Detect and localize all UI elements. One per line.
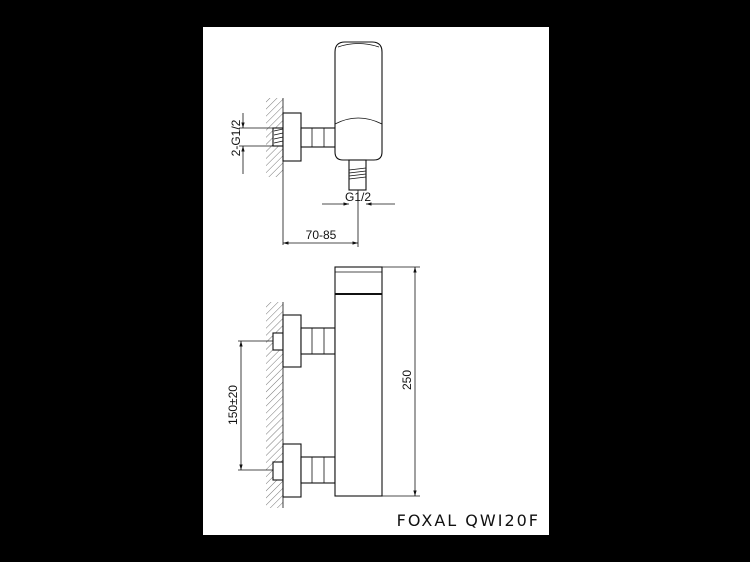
height-label: 250	[400, 370, 414, 390]
wall-offset-label: 70-85	[306, 228, 337, 242]
valve-body-front	[334, 266, 383, 497]
upper-connector	[300, 327, 336, 355]
connector	[300, 127, 337, 148]
lower-connector	[300, 456, 336, 484]
side-view: G1/2 70-85 2-G1/2	[229, 41, 395, 247]
wall-hatch	[266, 302, 283, 508]
front-view: 250 150±20	[226, 266, 420, 508]
upper-wall-thread	[272, 332, 284, 351]
upper-flange	[282, 314, 302, 368]
brand-model-label: FOXAL QWI20F	[397, 511, 540, 530]
lower-wall-thread	[272, 461, 284, 481]
valve-body	[334, 41, 383, 161]
lower-flange	[282, 443, 302, 498]
inlet-thread-label: 2-G1/2	[229, 119, 243, 156]
flange	[282, 112, 302, 162]
inlet-spacing-label: 150±20	[226, 385, 240, 425]
